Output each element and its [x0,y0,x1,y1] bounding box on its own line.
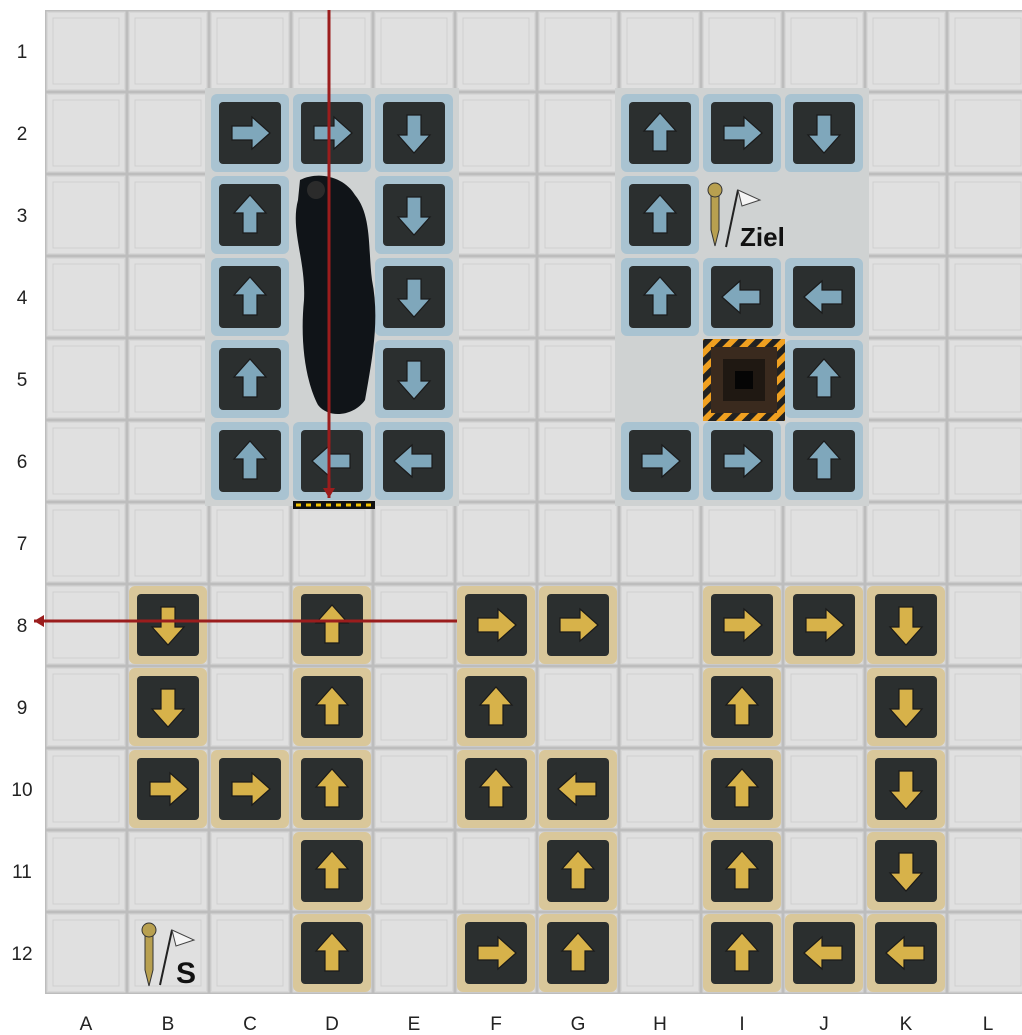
gold-conveyor-b8 [129,586,207,664]
gold-conveyor-k11 [867,832,945,910]
gold-conveyor-k10 [867,750,945,828]
goal-label: Ziel [740,222,785,252]
blue-conveyor-c2 [211,94,289,172]
gold-conveyor-f10 [457,750,535,828]
blue-conveyor-i6 [703,422,781,500]
column-label-K: K [900,1014,913,1035]
blue-conveyor-d2 [293,94,371,172]
gold-conveyor-d10 [293,750,371,828]
gold-conveyor-i8 [703,586,781,664]
blue-conveyor-i2 [703,94,781,172]
row-label-4: 4 [17,288,28,309]
blue-conveyor-e2 [375,94,453,172]
blue-conveyor-h4 [621,258,699,336]
column-label-E: E [408,1014,421,1035]
column-label-J: J [819,1014,829,1035]
blue-conveyor-j6 [785,422,863,500]
gold-conveyor-i10 [703,750,781,828]
row-label-3: 3 [17,206,28,227]
gold-conveyor-g11 [539,832,617,910]
blue-conveyor-c3 [211,176,289,254]
blue-conveyor-e6 [375,422,453,500]
column-label-H: H [653,1014,667,1035]
blue-conveyor-e4 [375,258,453,336]
column-label-C: C [243,1014,257,1035]
blue-conveyor-e3 [375,176,453,254]
gold-conveyor-b10 [129,750,207,828]
gold-conveyor-g8 [539,586,617,664]
column-label-G: G [571,1014,586,1035]
pit-hole [703,339,785,421]
blue-conveyor-j2 [785,94,863,172]
gold-conveyor-k8 [867,586,945,664]
gold-conveyor-j8 [785,586,863,664]
row-label-6: 6 [17,452,28,473]
column-label-F: F [490,1014,502,1035]
gold-conveyor-i11 [703,832,781,910]
row-label-8: 8 [17,616,28,637]
column-label-L: L [983,1014,994,1035]
blue-conveyor-c5 [211,340,289,418]
gold-conveyor-g12 [539,914,617,992]
column-label-D: D [325,1014,339,1035]
gold-conveyor-k12 [867,914,945,992]
gold-conveyor-d11 [293,832,371,910]
gold-conveyor-b9 [129,668,207,746]
blue-conveyor-i4 [703,258,781,336]
row-label-5: 5 [17,370,28,391]
gold-conveyor-d8 [293,586,371,664]
blue-conveyor-h3 [621,176,699,254]
blue-conveyor-j4 [785,258,863,336]
blue-conveyor-c6 [211,422,289,500]
gold-conveyor-i12 [703,914,781,992]
column-label-B: B [162,1014,175,1035]
blue-conveyor-h2 [621,94,699,172]
column-label-I: I [739,1014,744,1035]
row-label-11: 11 [12,862,32,883]
gold-conveyor-f9 [457,668,535,746]
row-label-10: 10 [11,780,32,801]
gold-conveyor-c10 [211,750,289,828]
start-label: S [176,957,196,990]
row-label-9: 9 [17,698,28,719]
blue-conveyor-j5 [785,340,863,418]
gold-conveyor-f8 [457,586,535,664]
column-label-A: A [80,1014,93,1035]
gold-conveyor-d12 [293,914,371,992]
row-label-12: 12 [11,944,32,965]
blue-conveyor-h6 [621,422,699,500]
gold-conveyor-d9 [293,668,371,746]
laser-emitter [293,501,375,509]
blue-conveyor-e5 [375,340,453,418]
row-label-1: 1 [17,42,28,63]
row-label-2: 2 [17,124,28,145]
gold-conveyor-j12 [785,914,863,992]
row-label-7: 7 [17,534,28,555]
gold-conveyor-g10 [539,750,617,828]
gold-conveyor-i9 [703,668,781,746]
gold-conveyor-k9 [867,668,945,746]
gold-conveyor-f12 [457,914,535,992]
blue-conveyor-c4 [211,258,289,336]
